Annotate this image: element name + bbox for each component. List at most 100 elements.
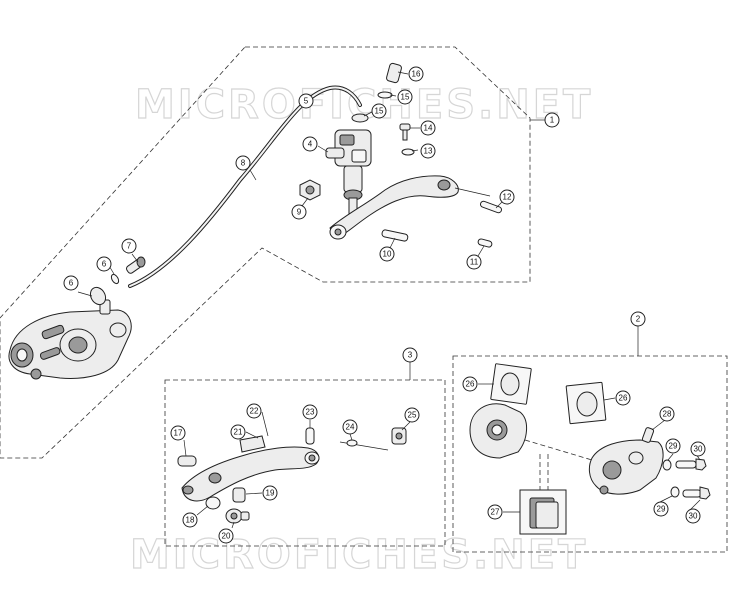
- spring-24: [339, 439, 389, 451]
- svg-text:8: 8: [241, 159, 246, 168]
- callout-24: 24: [342, 419, 358, 435]
- washer-29-top: [662, 459, 672, 471]
- callout-2: 2: [630, 311, 646, 327]
- callout-4: 4: [302, 136, 318, 152]
- svg-text:6: 6: [102, 260, 107, 269]
- callout-27: 27: [487, 504, 503, 520]
- svg-text:6: 6: [69, 279, 74, 288]
- svg-text:22: 22: [250, 407, 259, 416]
- svg-text:1: 1: [550, 116, 555, 125]
- callout-14: 14: [420, 120, 436, 136]
- brake-hose: [128, 85, 362, 288]
- piston-26-right: [565, 381, 607, 425]
- svg-text:17: 17: [174, 429, 183, 438]
- washer-29-bottom: [670, 486, 680, 498]
- callout-23: 23: [302, 404, 318, 420]
- assembly-2-centerline: [524, 439, 593, 461]
- svg-text:23: 23: [306, 408, 315, 417]
- brake-pedal-assembly-1: [329, 175, 491, 240]
- svg-text:2: 2: [636, 315, 641, 324]
- callout-18: 18: [182, 512, 198, 528]
- svg-text:25: 25: [408, 411, 417, 420]
- svg-text:13: 13: [424, 147, 433, 156]
- reservoir-cap-16: [386, 62, 402, 84]
- svg-text:21: 21: [234, 428, 243, 437]
- bleed-valve-28: [641, 427, 655, 443]
- svg-text:5: 5: [304, 97, 309, 106]
- svg-text:4: 4: [308, 140, 313, 149]
- callout-13: 13: [420, 143, 436, 159]
- assembly-2-boundary: [452, 355, 728, 553]
- callout-30a: 30: [690, 441, 706, 457]
- callout-20: 20: [218, 528, 234, 544]
- watermark: MICROFICHES.NET MICROFICHES.NET: [129, 81, 591, 578]
- callout-12: 12: [499, 189, 515, 205]
- svg-text:28: 28: [663, 410, 672, 419]
- leader-lines: [77, 71, 701, 529]
- callout-1: 1: [544, 112, 560, 128]
- svg-text:16: 16: [412, 70, 421, 79]
- master-cylinder: [325, 113, 372, 215]
- callout-29a: 29: [665, 438, 681, 454]
- pin-22: [261, 411, 269, 437]
- svg-text:24: 24: [346, 423, 355, 432]
- svg-text:26: 26: [619, 394, 628, 403]
- svg-text:15: 15: [401, 93, 410, 102]
- callout-15a: 15: [371, 103, 387, 119]
- callout-21: 21: [230, 424, 246, 440]
- bolt-14: [399, 123, 411, 141]
- callout-26b: 26: [615, 390, 631, 406]
- pin-10: [381, 229, 409, 242]
- callout-5: 5: [298, 93, 314, 109]
- callout-22: 22: [246, 403, 262, 419]
- pin-12: [479, 200, 503, 214]
- svg-text:18: 18: [186, 516, 195, 525]
- bolt-30-bottom: [682, 486, 711, 500]
- callout-3: 3: [402, 347, 418, 363]
- assembly-3-boundary: [164, 379, 446, 547]
- svg-text:12: 12: [503, 193, 512, 202]
- svg-text:29: 29: [669, 442, 678, 451]
- callout-15b: 15: [397, 89, 413, 105]
- banjo-fitting-6: [89, 286, 107, 306]
- callout-6b: 6: [63, 275, 79, 291]
- spring-19: [232, 487, 246, 503]
- callout-10: 10: [379, 246, 395, 262]
- callout-29b: 29: [653, 501, 669, 517]
- svg-text:14: 14: [424, 124, 433, 133]
- svg-text:15: 15: [375, 107, 384, 116]
- svg-text:9: 9: [297, 208, 302, 217]
- svg-text:3: 3: [408, 351, 413, 360]
- callout-26a: 26: [462, 376, 478, 392]
- washer-6: [110, 273, 120, 285]
- svg-text:29: 29: [657, 505, 666, 514]
- banjo-bolt-7: [126, 256, 146, 274]
- caliper-body-2: [588, 439, 664, 495]
- svg-text:11: 11: [470, 258, 479, 267]
- svg-text:27: 27: [491, 508, 500, 517]
- washer-13: [401, 148, 415, 156]
- switch-25: [391, 427, 407, 445]
- clevis-20: [225, 508, 250, 524]
- svg-text:30: 30: [694, 445, 703, 454]
- brake-pedal-assembly-3: [181, 435, 320, 502]
- svg-text:10: 10: [383, 250, 392, 259]
- callout-28: 28: [659, 406, 675, 422]
- caliper-assembly-1: [8, 299, 132, 380]
- callout-19: 19: [262, 485, 278, 501]
- callout-8: 8: [235, 155, 251, 171]
- nut-9: [299, 179, 321, 201]
- svg-text:7: 7: [127, 242, 132, 251]
- pin-11: [477, 238, 493, 248]
- svg-text:26: 26: [466, 380, 475, 389]
- piston-26-left: [490, 363, 532, 405]
- washer-18: [205, 496, 221, 510]
- bolt-30-top: [675, 458, 707, 471]
- clamp-15: [377, 91, 393, 99]
- watermark-bottom: MICROFICHES.NET: [130, 532, 588, 578]
- callout-9: 9: [291, 204, 307, 220]
- svg-text:19: 19: [266, 489, 275, 498]
- callout-16: 16: [408, 66, 424, 82]
- callout-11: 11: [466, 254, 482, 270]
